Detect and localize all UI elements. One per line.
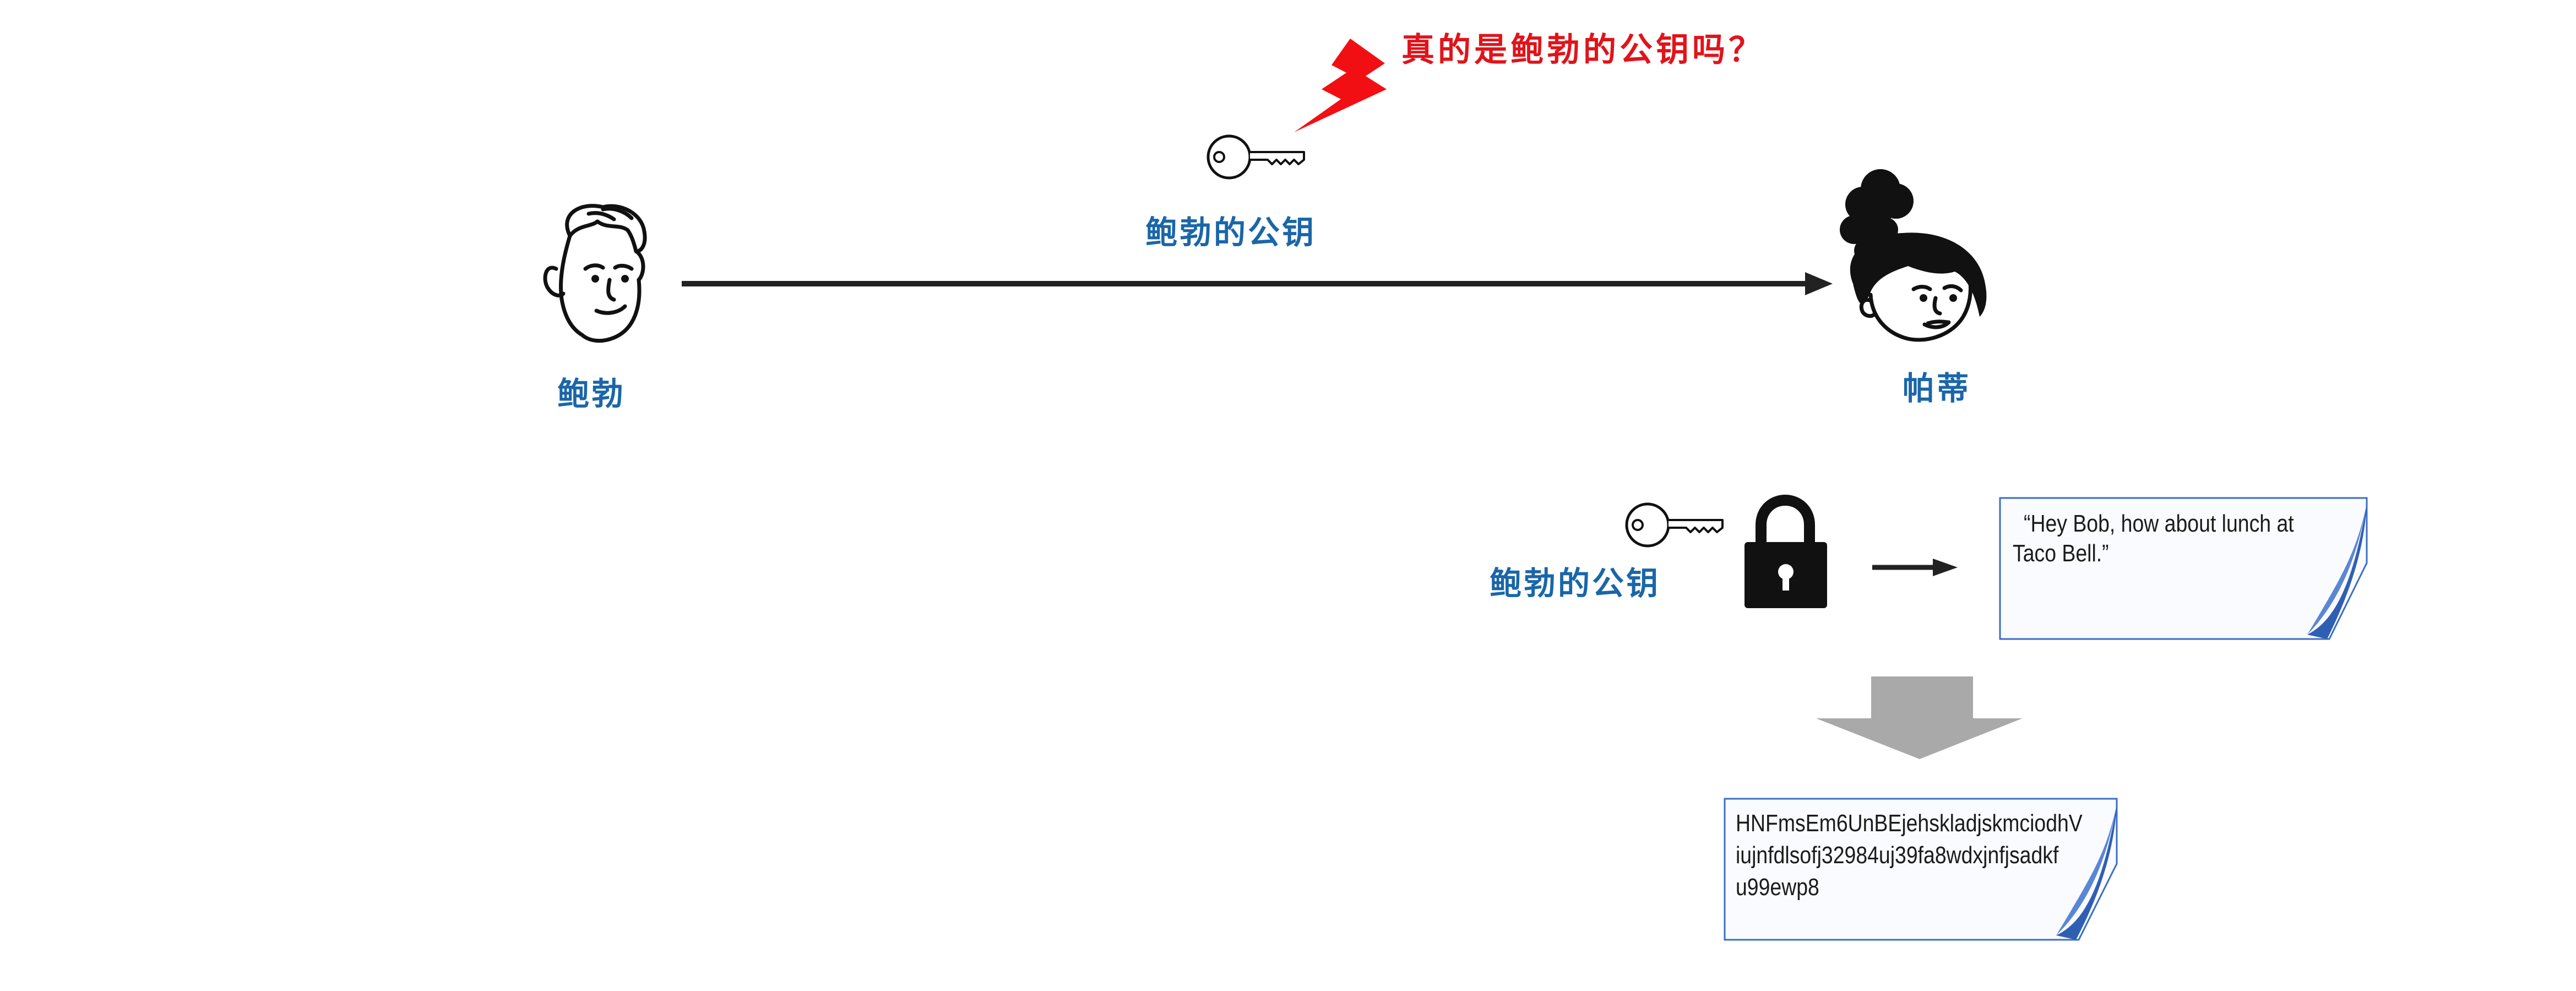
warning-question: 真的是鲍勃的公钥吗？ xyxy=(1401,31,1765,69)
plaintext-line-2: Taco Bell.” xyxy=(2013,540,2109,567)
key-icon xyxy=(1625,502,1724,548)
encrypt-arrow xyxy=(1872,559,1958,576)
transfer-arrow xyxy=(682,272,1833,295)
bob-name: 鲍勃 xyxy=(557,375,626,413)
lightning-icon xyxy=(1294,39,1387,132)
plaintext-note xyxy=(1999,497,2368,640)
ciphertext-line-1: HNFmsEm6UnBEjehskladjskmciodhV xyxy=(1736,810,2083,837)
encryption-key-label: 鲍勃的公钥 xyxy=(1490,565,1661,602)
lock-icon xyxy=(1744,494,1827,608)
plaintext-line-1: “Hey Bob, how about lunch at xyxy=(2024,510,2294,537)
ciphertext-line-3: u99ewp8 xyxy=(1736,874,1819,901)
ciphertext-note xyxy=(1724,798,2118,941)
patty-name: 帕蒂 xyxy=(1903,370,1971,407)
down-arrow xyxy=(1816,676,2023,759)
ciphertext-line-2: iujnfdlsofj32984uj39fa8wdxjnfjsadkf xyxy=(1736,842,2059,869)
man-face-icon xyxy=(543,204,647,343)
woman-face-icon xyxy=(1840,169,1987,342)
transfer-key-label: 鲍勃的公钥 xyxy=(1145,214,1317,251)
key-icon xyxy=(1207,134,1305,180)
